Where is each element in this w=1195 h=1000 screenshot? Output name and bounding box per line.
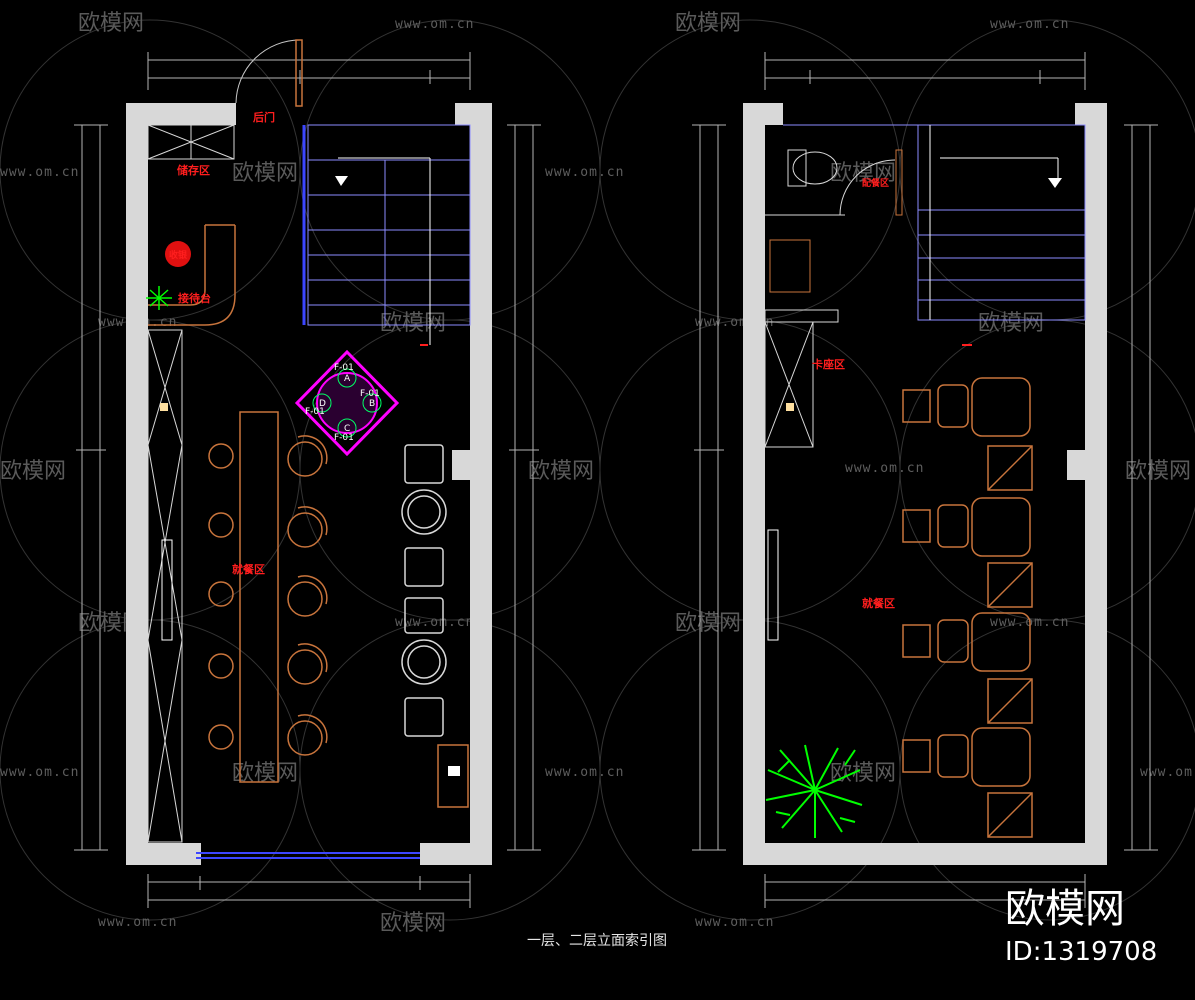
chairs	[287, 435, 328, 756]
switch-icon	[786, 403, 794, 411]
side-tables	[987, 445, 1033, 838]
label-dining: 就餐区	[862, 596, 895, 610]
drawing-title: 一层、二层立面索引图	[527, 932, 667, 949]
watermark-url: www.om.cn	[395, 17, 474, 32]
watermark-logo: 欧模网	[0, 459, 66, 484]
marker-c: C	[344, 424, 350, 434]
marker-b: B	[369, 399, 375, 409]
label-storage: 储存区	[177, 163, 210, 177]
watermark-logo: 欧模网	[380, 911, 446, 936]
elevation-tag: F-01	[360, 389, 380, 399]
label-cashier: 收银	[169, 249, 188, 261]
watermark-url: www.om.cn	[98, 915, 177, 930]
lounge-seating	[902, 377, 1031, 787]
watermark-logo: 欧模网	[830, 161, 896, 186]
watermark-url: www.om.cn	[0, 765, 79, 780]
watermark-url: www.om.cn	[545, 165, 624, 180]
label-reception: 接待台	[178, 291, 211, 305]
elevation-tag: F-01	[334, 363, 354, 373]
watermark-url: www.om.cn	[395, 615, 474, 630]
cashier-icon	[165, 241, 191, 267]
wall-column	[147, 329, 183, 843]
marker-d: D	[319, 399, 326, 409]
watermark-logo: 欧模网	[78, 11, 144, 36]
display-cabinet	[437, 744, 469, 808]
watermark-logo: 欧模网	[978, 311, 1044, 336]
switch-icon	[160, 403, 168, 411]
dimension-lines	[74, 52, 541, 908]
dimension-lines	[692, 52, 1158, 908]
watermark-logo: 欧模网	[380, 311, 446, 336]
stair-arrow-icon	[1048, 178, 1062, 188]
brand-logo: 欧模网	[1005, 886, 1125, 932]
stair-arrow-icon	[335, 176, 348, 186]
image-id: ID:1319708	[1005, 937, 1157, 967]
bar-stools	[208, 443, 234, 750]
elevation-tag: F-01	[305, 407, 325, 417]
marker-a: A	[344, 374, 351, 384]
label-door: 配餐区	[862, 177, 889, 189]
front-window	[196, 852, 420, 859]
watermark-url: www.om.cn	[990, 615, 1069, 630]
walls	[743, 103, 1107, 865]
label-dining: 就餐区	[232, 562, 265, 576]
watermark-logo: 欧模网	[1125, 459, 1191, 484]
long-table	[239, 411, 279, 783]
watermark-logo: 欧模网	[528, 459, 594, 484]
staircase	[302, 124, 471, 345]
watermark-url: www.om.cn	[695, 915, 774, 930]
watermark-url: www.om.cn	[845, 461, 924, 476]
watermark-url: www.om.cn	[990, 17, 1069, 32]
watermark-logo: 欧模网	[830, 761, 896, 786]
watermark-url: www.om.cn	[0, 165, 79, 180]
elevation-index-marker: A B C D F-01 F-01 F-01 F-01	[294, 349, 400, 457]
restroom	[764, 149, 903, 641]
small-plant-icon	[146, 286, 172, 310]
label-back-door: 后门	[253, 110, 275, 124]
staircase	[917, 124, 1086, 321]
label-booth-area: 卡座区	[812, 357, 845, 371]
plant-icon	[765, 744, 863, 838]
watermark-url: www.om.cn	[545, 765, 624, 780]
storage-shelf	[147, 124, 235, 160]
watermark-logo: 欧模网	[675, 611, 741, 636]
elevation-tag: F-01	[334, 433, 354, 443]
watermark-logo: 欧模网	[232, 161, 298, 186]
watermark-layer	[0, 19, 1195, 921]
watermark-url: www.om.cn	[1140, 765, 1195, 780]
back-door	[235, 39, 303, 107]
watermark-logo: 欧模网	[675, 11, 741, 36]
walls	[126, 103, 492, 865]
ground-floor-plan: A B C D F-01 F-01 F-01 F-01	[74, 39, 541, 908]
reception-counter	[148, 224, 236, 326]
second-floor-plan: 卡座区 就餐区 配餐区	[692, 52, 1158, 908]
side-seating	[401, 444, 447, 737]
